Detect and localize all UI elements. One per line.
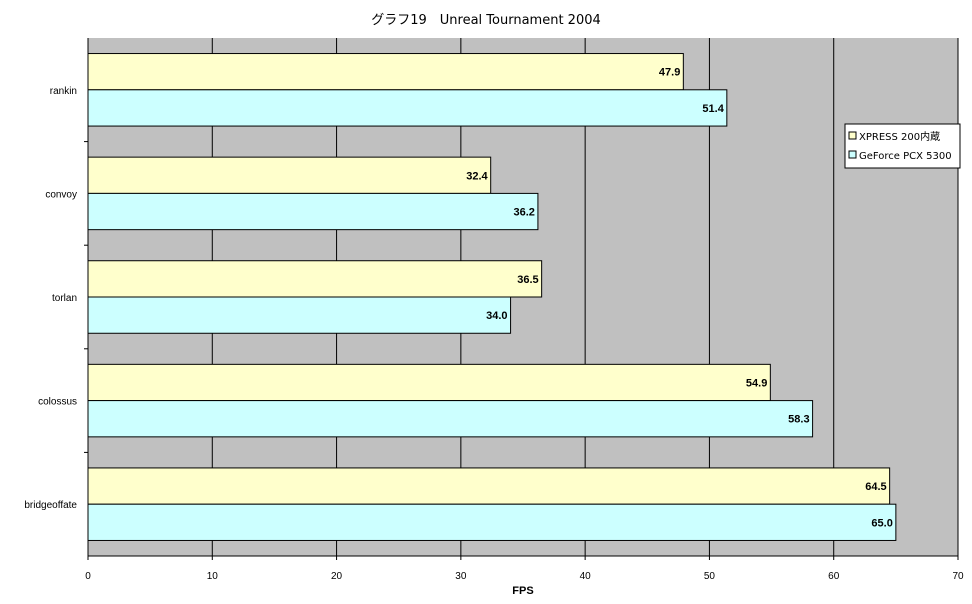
x-tick-label: 40 (580, 571, 592, 582)
category-label: torlan (52, 293, 77, 304)
x-axis-title: FPS (512, 585, 533, 597)
data-label: 36.5 (517, 274, 538, 286)
legend-label: XPRESS 200内蔵 (859, 130, 940, 143)
bar (87, 53, 684, 91)
bar (87, 260, 543, 298)
bar (87, 363, 771, 402)
legend-box (844, 123, 961, 169)
x-tick-label: 60 (828, 571, 840, 582)
x-tick-label: 50 (704, 571, 716, 582)
bar (87, 400, 814, 438)
data-label: 54.9 (746, 377, 767, 389)
data-label: 36.2 (513, 207, 534, 219)
bar (87, 156, 492, 194)
data-label: 58.3 (788, 414, 809, 426)
data-label: 51.4 (702, 103, 724, 115)
bar (87, 192, 539, 231)
bar (87, 296, 512, 334)
data-label: 32.4 (466, 170, 488, 182)
category-label: colossus (38, 397, 77, 408)
legend: XPRESS 200内蔵 GeForce PCX 5300 (844, 123, 961, 169)
legend-swatch (848, 131, 857, 140)
legend-swatch (848, 150, 857, 159)
plot-area: 0 10 20 30 40 50 60 70 rankin 47.9 51.4 convoy 32.4 3… (24, 38, 964, 582)
bar (87, 467, 891, 505)
legend-label: GeForce PCX 5300 (859, 151, 952, 162)
category-label: bridgeoffate (24, 500, 77, 511)
data-label: 34.0 (486, 310, 507, 322)
x-tick-label: 0 (85, 571, 91, 582)
category-label: convoy (45, 189, 77, 200)
data-label: 65.0 (871, 517, 892, 529)
category-label: rankin (50, 86, 77, 97)
chart-title: グラフ19 Unreal Tournament 2004 (371, 13, 601, 28)
x-tick-label: 10 (207, 571, 219, 582)
x-tick-label: 30 (455, 571, 467, 582)
bar (87, 503, 897, 541)
data-label: 47.9 (659, 67, 680, 79)
data-label: 64.5 (865, 481, 886, 493)
bar (87, 89, 728, 127)
x-tick-label: 20 (331, 571, 343, 582)
x-tick-label: 70 (952, 571, 964, 582)
